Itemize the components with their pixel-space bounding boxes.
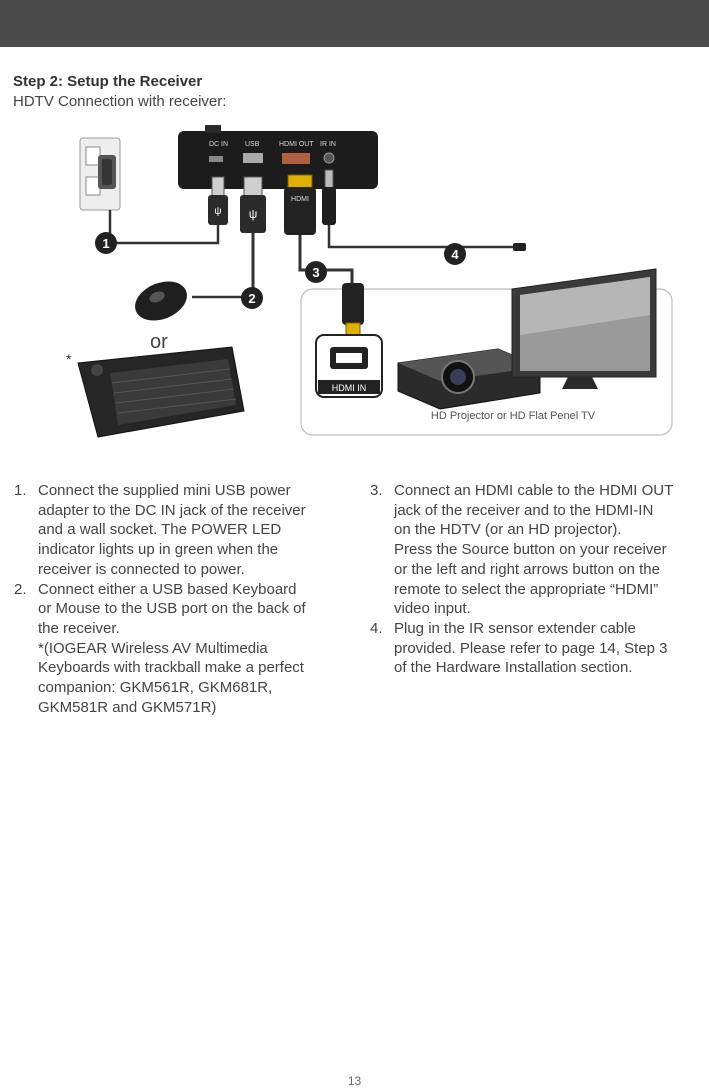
text-line: Plug in the IR sensor extender cable bbox=[394, 619, 636, 637]
list-item-text: Plug in the IR sensor extender cable pro… bbox=[394, 619, 695, 678]
svg-text:4: 4 bbox=[451, 247, 459, 262]
svg-text:ψ: ψ bbox=[249, 207, 258, 221]
mouse-icon bbox=[135, 281, 187, 321]
step-1-badge: 1 bbox=[95, 232, 117, 254]
list-item: 1. Connect the supplied mini USB power a… bbox=[14, 481, 339, 580]
hdmi-plug-label: HDMI bbox=[291, 196, 309, 203]
list-item-text: Connect the supplied mini USB power adap… bbox=[38, 481, 339, 580]
connection-diagram: DC IN USB HDMI OUT IR IN ψ ψ HDMI bbox=[66, 125, 673, 438]
dc-in-port bbox=[209, 156, 223, 162]
text-line: *(IOGEAR Wireless AV Multimedia bbox=[38, 639, 268, 657]
svg-text:1: 1 bbox=[102, 236, 109, 251]
list-item: 3. Connect an HDMI cable to the HDMI OUT… bbox=[370, 481, 695, 619]
list-item: 4. Plug in the IR sensor extender cable … bbox=[370, 619, 695, 678]
svg-text:ψ: ψ bbox=[214, 206, 221, 217]
text-line: provided. Please refer to page 14, Step … bbox=[394, 639, 668, 657]
text-line: or Mouse to the USB port on the back of bbox=[38, 600, 306, 618]
list-item-text: Connect an HDMI cable to the HDMI OUT ja… bbox=[394, 481, 695, 619]
ir-in-port bbox=[323, 152, 335, 164]
or-label: or bbox=[150, 331, 168, 353]
display-caption: HD Projector or HD Flat Penel TV bbox=[431, 410, 596, 422]
text-line: remote to select the appropriate “HDMI” bbox=[394, 580, 659, 598]
projector-icon bbox=[397, 348, 541, 410]
step-3-badge: 3 bbox=[305, 261, 327, 283]
usb-cable: ψ bbox=[192, 176, 266, 299]
wall-socket bbox=[79, 137, 121, 211]
list-item: 2. Connect either a USB based Keyboard o… bbox=[14, 580, 339, 718]
list-item-number: 2. bbox=[14, 580, 27, 598]
text-line: Connect an HDMI cable to the HDMI OUT bbox=[394, 482, 674, 499]
text-line: GKM581R and GKM571R) bbox=[38, 698, 217, 716]
list-item-number: 4. bbox=[370, 619, 383, 637]
keyboard-icon bbox=[77, 346, 245, 438]
svg-text:2: 2 bbox=[248, 291, 255, 306]
text-line: on the HDTV (or an HD projector). bbox=[394, 521, 622, 539]
hdmi-in-label: HDMI IN bbox=[332, 383, 367, 393]
header-bar bbox=[0, 0, 709, 47]
port-label-dc-in: DC IN bbox=[209, 141, 228, 148]
text-line: of the Hardware Installation section. bbox=[394, 659, 633, 677]
port-label-ir-in: IR IN bbox=[320, 141, 336, 148]
text-line: Connect either a USB based Keyboard bbox=[38, 580, 297, 598]
dc-cable: ψ bbox=[108, 176, 228, 245]
text-line: Connect the supplied mini USB power bbox=[38, 482, 291, 499]
text-line: receiver is connected to power. bbox=[38, 560, 245, 578]
text-line: adapter to the DC IN jack of the receive… bbox=[38, 501, 306, 519]
hdmi-in-port: HDMI IN bbox=[315, 334, 383, 398]
text-line: indicator lights up in green when the bbox=[38, 541, 279, 559]
port-label-usb: USB bbox=[245, 141, 260, 148]
text-line: or the left and right arrows button on t… bbox=[394, 560, 660, 578]
keyboard-asterisk: * bbox=[66, 351, 72, 367]
instructions-right-column: 3. Connect an HDMI cable to the HDMI OUT… bbox=[370, 481, 695, 678]
port-label-hdmi-out: HDMI OUT bbox=[279, 141, 314, 148]
svg-text:3: 3 bbox=[312, 265, 319, 280]
tv-icon bbox=[511, 268, 657, 389]
list-item-number: 1. bbox=[14, 482, 27, 499]
list-item-text: Connect either a USB based Keyboard or M… bbox=[38, 580, 339, 718]
section-subheading: HDTV Connection with receiver: bbox=[13, 93, 227, 110]
text-line: video input. bbox=[394, 600, 471, 618]
step-2-badge: 2 bbox=[241, 287, 263, 309]
text-line: the receiver. bbox=[38, 619, 120, 637]
section-heading: Step 2: Setup the Receiver bbox=[13, 73, 203, 90]
text-line: companion: GKM561R, GKM681R, bbox=[38, 679, 273, 697]
step-4-badge: 4 bbox=[444, 243, 466, 265]
text-line: Keyboards with trackball make a perfect bbox=[38, 659, 304, 677]
text-line: Press the Source button on your receiver bbox=[394, 541, 667, 559]
receiver-device: DC IN USB HDMI OUT IR IN bbox=[178, 125, 378, 189]
page-number: 13 bbox=[347, 1074, 362, 1088]
instructions-left-column: 1. Connect the supplied mini USB power a… bbox=[14, 481, 339, 717]
hdmi-out-port bbox=[282, 153, 310, 164]
text-line: and a wall socket. The POWER LED bbox=[38, 521, 282, 539]
usb-port bbox=[243, 153, 263, 163]
text-line: jack of the receiver and to the HDMI-IN bbox=[394, 501, 654, 519]
list-item-number: 3. bbox=[370, 482, 383, 499]
